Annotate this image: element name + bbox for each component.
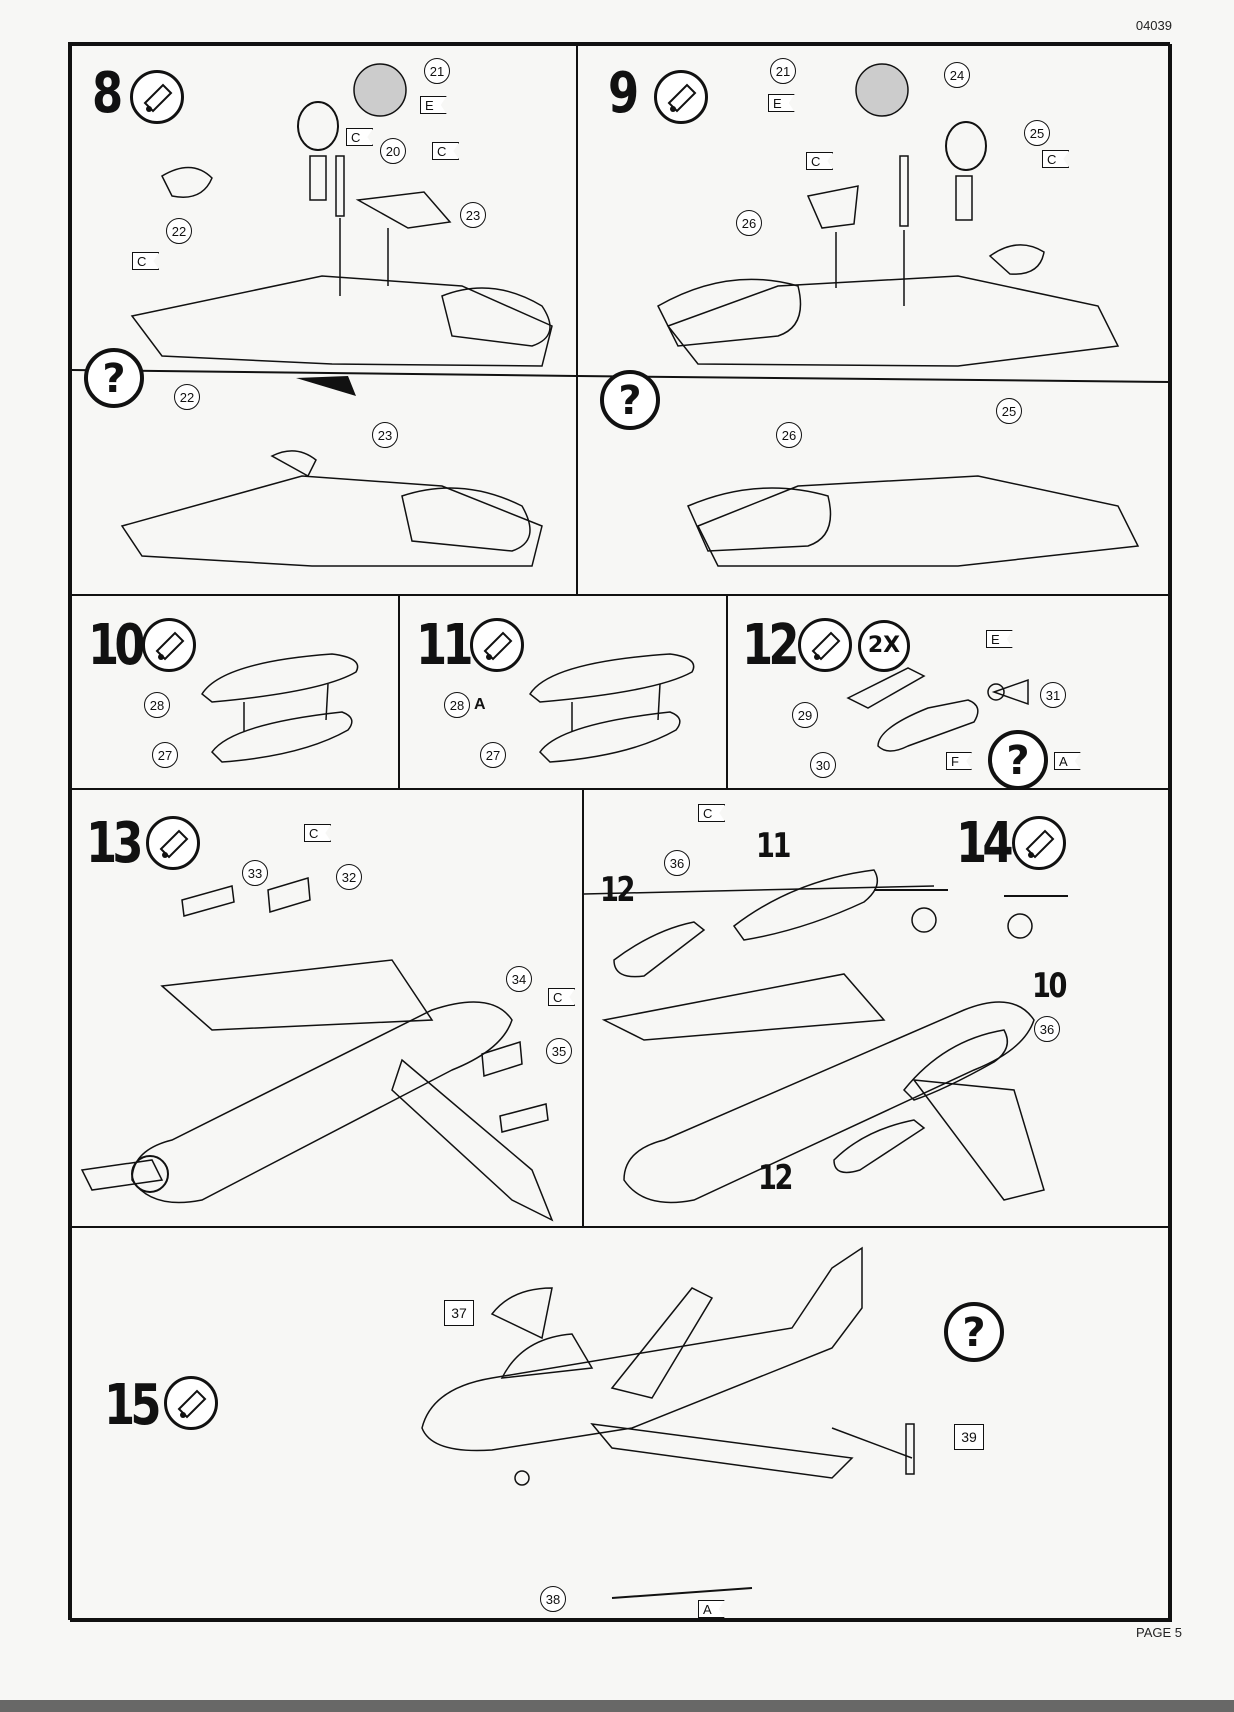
quantity-multiplier: 2X [858,620,910,672]
part-ref-35: 35 [546,1038,572,1064]
part-ref-27: 27 [152,742,178,768]
part-callout-12: 12 [758,1158,793,1198]
step-12-panel: 12 2X E 31 29 30 F ? A [726,594,1172,790]
part-ref-38: 38 [540,1586,566,1612]
step-number: 12 [742,613,800,678]
part-ref-22: 22 [174,384,200,410]
question-mark-icon: ? [600,370,660,430]
part-ref-31: 31 [1040,682,1066,708]
part-ref-21: 21 [770,58,796,84]
step-13-drawing [80,877,554,1222]
variant-a-label: A [474,696,486,713]
part-flag-c: C [698,804,726,822]
part-ref-27: 27 [480,742,506,768]
step-8-drawing [72,63,576,567]
part-ref-22: 22 [166,218,192,244]
part-ref-25: 25 [1024,120,1050,146]
glue-icon [164,1376,218,1430]
question-mark-icon: ? [988,730,1048,788]
step-9-panel: 9 21 E 24 C 25 C 26 26 25 ? [576,44,1172,596]
step-number: 8 [92,61,123,126]
part-ref-37: 37 [444,1300,474,1326]
scan-edge [0,1700,1234,1712]
step-9-drawing [578,63,1170,567]
part-ref-34: 34 [506,966,532,992]
step-11-panel: 11 28 A 27 [398,594,728,790]
glue-icon [146,816,200,870]
glue-icon [1012,816,1066,870]
part-ref-32: 32 [336,864,362,890]
part-callout-10: 10 [1032,966,1067,1006]
part-ref-29: 29 [792,702,818,728]
part-ref-36: 36 [1034,1016,1060,1042]
page-number: PAGE 5 [1135,1625,1182,1640]
step-12-drawing [846,667,1029,752]
step-number: 11 [416,613,474,678]
part-ref-20: 20 [380,138,406,164]
part-flag-c: C [346,128,374,146]
step-10-panel: 10 28 27 [70,594,400,790]
step-13-panel: 13 C 33 32 34 C 35 [70,788,584,1228]
part-ref-33: 33 [242,860,268,886]
part-ref-36: 36 [664,850,690,876]
step-14-panel: 14 C 11 36 12 10 36 12 [582,788,1172,1228]
part-ref-21: 21 [424,58,450,84]
glue-icon [654,70,708,124]
step-15-drawing [421,1246,915,1599]
question-mark-icon: ? [84,348,144,408]
instruction-sheet: 8 21 E C 20 C 22 23 C 22 23 ? [68,42,1172,1622]
step-number: 13 [86,811,144,876]
step-15-panel: 15 37 ? 39 38 A [70,1226,1172,1622]
step-14-drawing [584,869,1068,1204]
part-callout-11: 11 [756,826,791,866]
part-ref-25: 25 [996,398,1022,424]
step-number: 10 [88,613,146,678]
glue-icon [130,70,184,124]
part-ref-28: 28 [444,692,470,718]
part-ref-24: 24 [944,62,970,88]
part-ref-30: 30 [810,752,836,778]
document-id: 04039 [1135,18,1172,33]
glue-icon [470,618,524,672]
part-ref-26: 26 [736,210,762,236]
question-mark-icon: ? [944,1302,1004,1362]
part-ref-28: 28 [144,692,170,718]
step-11-drawing [529,653,695,763]
step-number: 9 [608,61,639,126]
part-callout-12: 12 [600,870,635,910]
step-10-drawing [201,653,359,763]
glue-icon [798,618,852,672]
glue-icon [142,618,196,672]
part-ref-23: 23 [460,202,486,228]
part-ref-39: 39 [954,1424,984,1450]
step-8-panel: 8 21 E C 20 C 22 23 C 22 23 ? [70,44,578,596]
part-flag-c: C [132,252,160,270]
step-number: 14 [956,811,1014,876]
part-ref-23: 23 [372,422,398,448]
step-number: 15 [104,1373,162,1438]
part-ref-26: 26 [776,422,802,448]
